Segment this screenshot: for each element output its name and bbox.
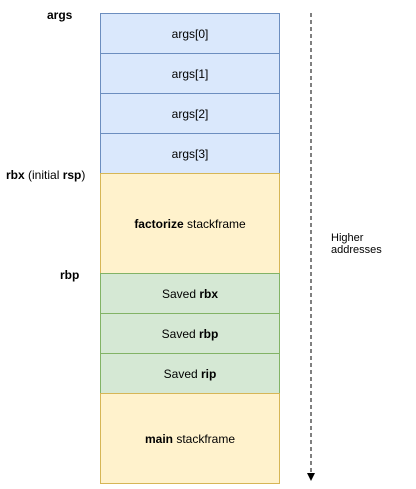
args2-text: args[2] <box>171 106 209 121</box>
saved-rip-reg: rip <box>201 366 217 381</box>
stack-diagram: args[0] args[1] args[2] args[3] factoriz… <box>100 13 280 484</box>
saved-rbx-prefix: Saved <box>161 286 200 301</box>
saved-rbx-reg: rbx <box>199 286 219 301</box>
args3-text: args[3] <box>171 146 209 161</box>
saved-rbx-cell: Saved rbx <box>100 273 280 314</box>
args1-cell: args[1] <box>100 53 280 94</box>
args-label: args <box>47 8 73 22</box>
higher-addresses-arrow <box>307 13 315 481</box>
saved-rbp-cell: Saved rbp <box>100 313 280 354</box>
args1-text: args[1] <box>171 66 209 81</box>
rsp-label-bold: rsp <box>62 168 82 182</box>
saved-rbp-reg: rbp <box>199 326 219 341</box>
rbx-label-end: ) <box>81 168 86 182</box>
rbx-label-mid: (initial <box>24 168 63 182</box>
saved-rip-prefix: Saved <box>163 366 201 381</box>
rbp-label: rbp <box>60 268 80 282</box>
args3-cell: args[3] <box>100 133 280 174</box>
main-bold-text: main <box>144 431 173 446</box>
factorize-stackframe-cell: factorize stackframe <box>100 173 280 274</box>
args2-cell: args[2] <box>100 93 280 134</box>
rbx-label-bold: rbx <box>6 168 25 182</box>
arrow-head-icon <box>307 473 315 481</box>
factorize-rest-text: stackframe <box>183 216 246 231</box>
args0-cell: args[0] <box>100 13 280 54</box>
saved-rip-cell: Saved rip <box>100 353 280 394</box>
rbx-initial-rsp-label: rbx (initial rsp) <box>6 168 85 182</box>
higher-addresses-label: Higher addresses <box>331 232 382 256</box>
factorize-bold-text: factorize <box>134 216 184 231</box>
args0-text: args[0] <box>171 26 209 41</box>
main-stackframe-cell: main stackframe <box>100 393 280 484</box>
main-rest-text: stackframe <box>173 431 236 446</box>
saved-rbp-prefix: Saved <box>161 326 199 341</box>
